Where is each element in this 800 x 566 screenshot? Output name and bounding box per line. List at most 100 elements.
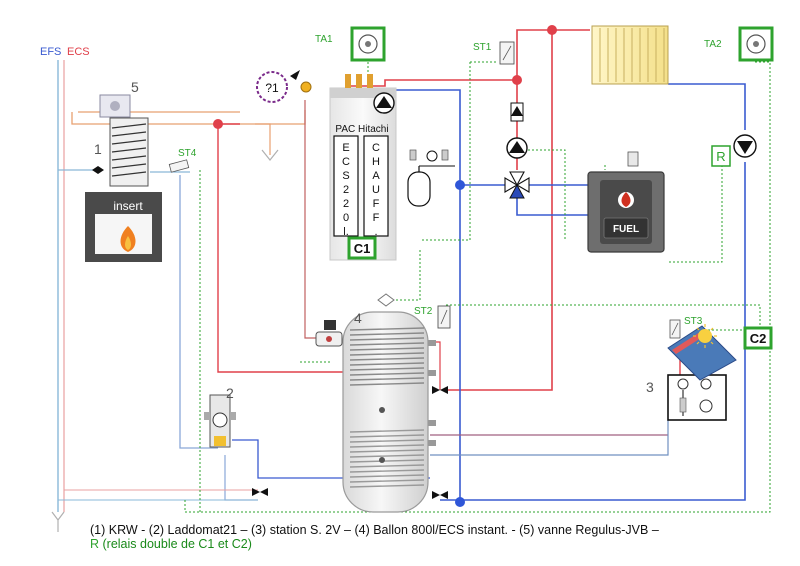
number-2-label: 2 bbox=[226, 385, 234, 401]
check-valve-icon bbox=[510, 102, 524, 122]
ecs-letter: 0 bbox=[343, 212, 349, 224]
relay-c2-label: C2 bbox=[750, 331, 767, 346]
caption-line-1: (1) KRW - (2) Laddomat21 – (3) station S… bbox=[90, 523, 659, 537]
ball-valve-icon bbox=[432, 491, 448, 499]
insert-label: insert bbox=[113, 199, 143, 213]
coil-turn bbox=[349, 382, 425, 386]
tank-solar-coil bbox=[349, 429, 425, 488]
efs-ecs-lines bbox=[51, 60, 65, 532]
coil-turn bbox=[349, 347, 425, 351]
chauff-letter: A bbox=[372, 170, 380, 182]
chauff-letter: . bbox=[374, 226, 377, 238]
solar-station bbox=[667, 374, 727, 421]
storage-tank bbox=[342, 293, 436, 513]
unknown-device-circle bbox=[256, 71, 288, 103]
coil-turn bbox=[349, 464, 425, 468]
junction-dot bbox=[213, 119, 223, 129]
boiler-label: FUEL bbox=[613, 224, 639, 235]
coil-turn bbox=[349, 342, 425, 346]
drain-icon bbox=[261, 149, 279, 161]
sun-icon bbox=[698, 329, 712, 343]
junction-dot bbox=[300, 81, 312, 93]
chauff-letter: F bbox=[373, 198, 380, 210]
coil-turn bbox=[349, 429, 425, 433]
ecs-letter: C bbox=[342, 156, 350, 168]
st4-label: ST4 bbox=[178, 148, 197, 159]
st1-sensor bbox=[499, 41, 515, 65]
coil-turn bbox=[349, 459, 425, 463]
number-1-label: 1 bbox=[94, 141, 102, 157]
number-4-label: 4 bbox=[354, 310, 362, 326]
coil-turn bbox=[349, 449, 425, 453]
junction-dot bbox=[455, 497, 465, 507]
coil-turn bbox=[349, 444, 425, 448]
coil-turn bbox=[349, 362, 425, 366]
ta2-thermostat bbox=[738, 26, 774, 62]
ecs-legend-label: ECS bbox=[67, 46, 90, 58]
number-5-label: 5 bbox=[131, 79, 139, 95]
ta1-thermostat bbox=[350, 26, 386, 62]
insert-fireplace: insert bbox=[85, 192, 162, 262]
pac-pump-icon bbox=[373, 92, 395, 114]
ta2-label: TA2 bbox=[704, 39, 722, 50]
coil-turn bbox=[349, 337, 425, 341]
coil-turn bbox=[349, 372, 425, 376]
coil-turn bbox=[349, 439, 425, 443]
chauff-letter: U bbox=[372, 184, 380, 196]
flame-icon bbox=[621, 192, 631, 207]
caption-relay-r: R bbox=[90, 537, 100, 551]
air-vent-icon bbox=[377, 293, 395, 307]
check-valve-icon bbox=[92, 166, 104, 174]
junction-dot bbox=[512, 75, 522, 85]
arrow-icon bbox=[290, 70, 300, 80]
coil-turn bbox=[349, 474, 425, 478]
coil-turn bbox=[349, 469, 425, 473]
st1-label: ST1 bbox=[473, 42, 492, 53]
chauff-letter: H bbox=[372, 156, 380, 168]
ta1-label: TA1 bbox=[315, 34, 333, 45]
manometer-icon bbox=[426, 150, 438, 162]
pac-title: PAC Hitachi bbox=[335, 124, 388, 135]
krw-exchanger bbox=[92, 94, 190, 187]
radiator-pump-icon bbox=[733, 134, 757, 158]
fuel-boiler: FUEL bbox=[587, 151, 665, 253]
boiler-safety-group bbox=[627, 151, 639, 167]
pac-chauff-block bbox=[363, 135, 389, 237]
efs-legend-label: EFS bbox=[40, 46, 61, 58]
caption: (1) KRW - (2) Laddomat21 – (3) station S… bbox=[90, 523, 659, 551]
coil-turn bbox=[349, 327, 425, 331]
ecs-letter: l. bbox=[343, 226, 349, 238]
relay-c2: C2 bbox=[743, 326, 773, 350]
station-box bbox=[667, 374, 727, 421]
coil-turn bbox=[349, 454, 425, 458]
st4-sensor bbox=[168, 159, 190, 173]
junction-dot bbox=[547, 25, 557, 35]
chauff-letter: F bbox=[373, 212, 380, 224]
ecs-letter: 2 bbox=[343, 184, 349, 196]
coil-turn bbox=[349, 434, 425, 438]
st3-label: ST3 bbox=[684, 316, 703, 327]
drain-icon bbox=[51, 511, 65, 532]
coil-turn bbox=[349, 377, 425, 381]
coil-turn bbox=[349, 332, 425, 336]
caption-line-2: R (relais double de C1 et C2) bbox=[90, 537, 659, 551]
caption-relay-note: (relais double de C1 et C2) bbox=[99, 537, 252, 551]
unknown-device: ?1 bbox=[256, 70, 312, 103]
relay-r-label: R bbox=[716, 149, 725, 164]
number-3-label: 3 bbox=[646, 379, 654, 395]
relay-r: R bbox=[711, 145, 731, 167]
tank-upper-coil bbox=[349, 327, 425, 386]
pac-ecs-tank bbox=[333, 135, 359, 237]
relay-c1-label: C1 bbox=[354, 241, 371, 256]
chauff-letter: C bbox=[372, 142, 380, 154]
ecs-letter: S bbox=[342, 170, 349, 182]
coil-turn bbox=[349, 357, 425, 361]
mixing-valve-icon bbox=[315, 320, 343, 347]
solar-panel bbox=[667, 324, 737, 381]
coil-turn bbox=[349, 352, 425, 356]
coil-turn bbox=[349, 367, 425, 371]
